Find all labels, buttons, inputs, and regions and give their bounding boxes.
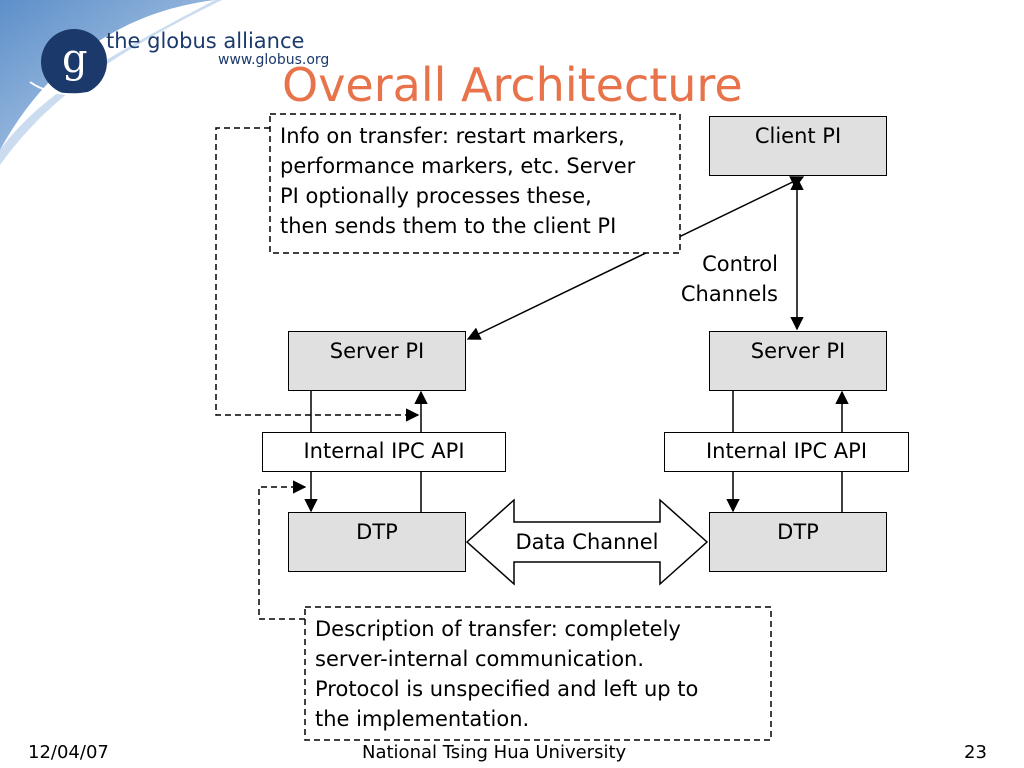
logo-circle — [41, 29, 107, 95]
server-pi-left-box: Server PI — [288, 331, 466, 391]
server-pi-right-label: Server PI — [750, 339, 846, 363]
logo-letter: g — [62, 36, 88, 82]
control-channels-label: Control Channels — [680, 252, 778, 306]
slide-title: Overall Architecture — [282, 58, 743, 112]
logo-name: the globus alliance — [106, 29, 305, 53]
ipc-left-box: Internal IPC API — [262, 432, 506, 472]
ipc-left-label: Internal IPC API — [303, 439, 465, 463]
footer-organization: National Tsing Hua University — [362, 742, 627, 763]
logo-url: www.globus.org — [218, 52, 330, 68]
bottom-note: Description of transfer: completely serv… — [315, 617, 699, 731]
control-channel-left-arrow — [466, 176, 805, 340]
ipc-right-box: Internal IPC API — [664, 432, 909, 472]
server-pi-right-box: Server PI — [709, 331, 887, 391]
data-channel-label: Data Channel — [515, 530, 659, 554]
bottom-note-border — [304, 606, 772, 741]
ipc-right-label: Internal IPC API — [705, 439, 868, 463]
footer-page-number: 23 — [964, 742, 987, 763]
footer-date: 12/04/07 — [28, 742, 109, 763]
client-pi-label: Client PI — [754, 124, 842, 148]
dtp-right-label: DTP — [777, 520, 819, 544]
dtp-left-box: DTP — [288, 512, 466, 572]
server-pi-left-label: Server PI — [329, 339, 425, 363]
top-note: Info on transfer: restart markers, perfo… — [280, 124, 636, 238]
dtp-left-label: DTP — [356, 520, 398, 544]
top-note-border — [269, 113, 681, 254]
client-pi-box: Client PI — [709, 116, 887, 176]
dtp-right-box: DTP — [709, 512, 887, 572]
top-note-connector — [215, 127, 420, 422]
data-channel-arrow — [465, 498, 709, 586]
bottom-note-connector — [258, 480, 307, 620]
